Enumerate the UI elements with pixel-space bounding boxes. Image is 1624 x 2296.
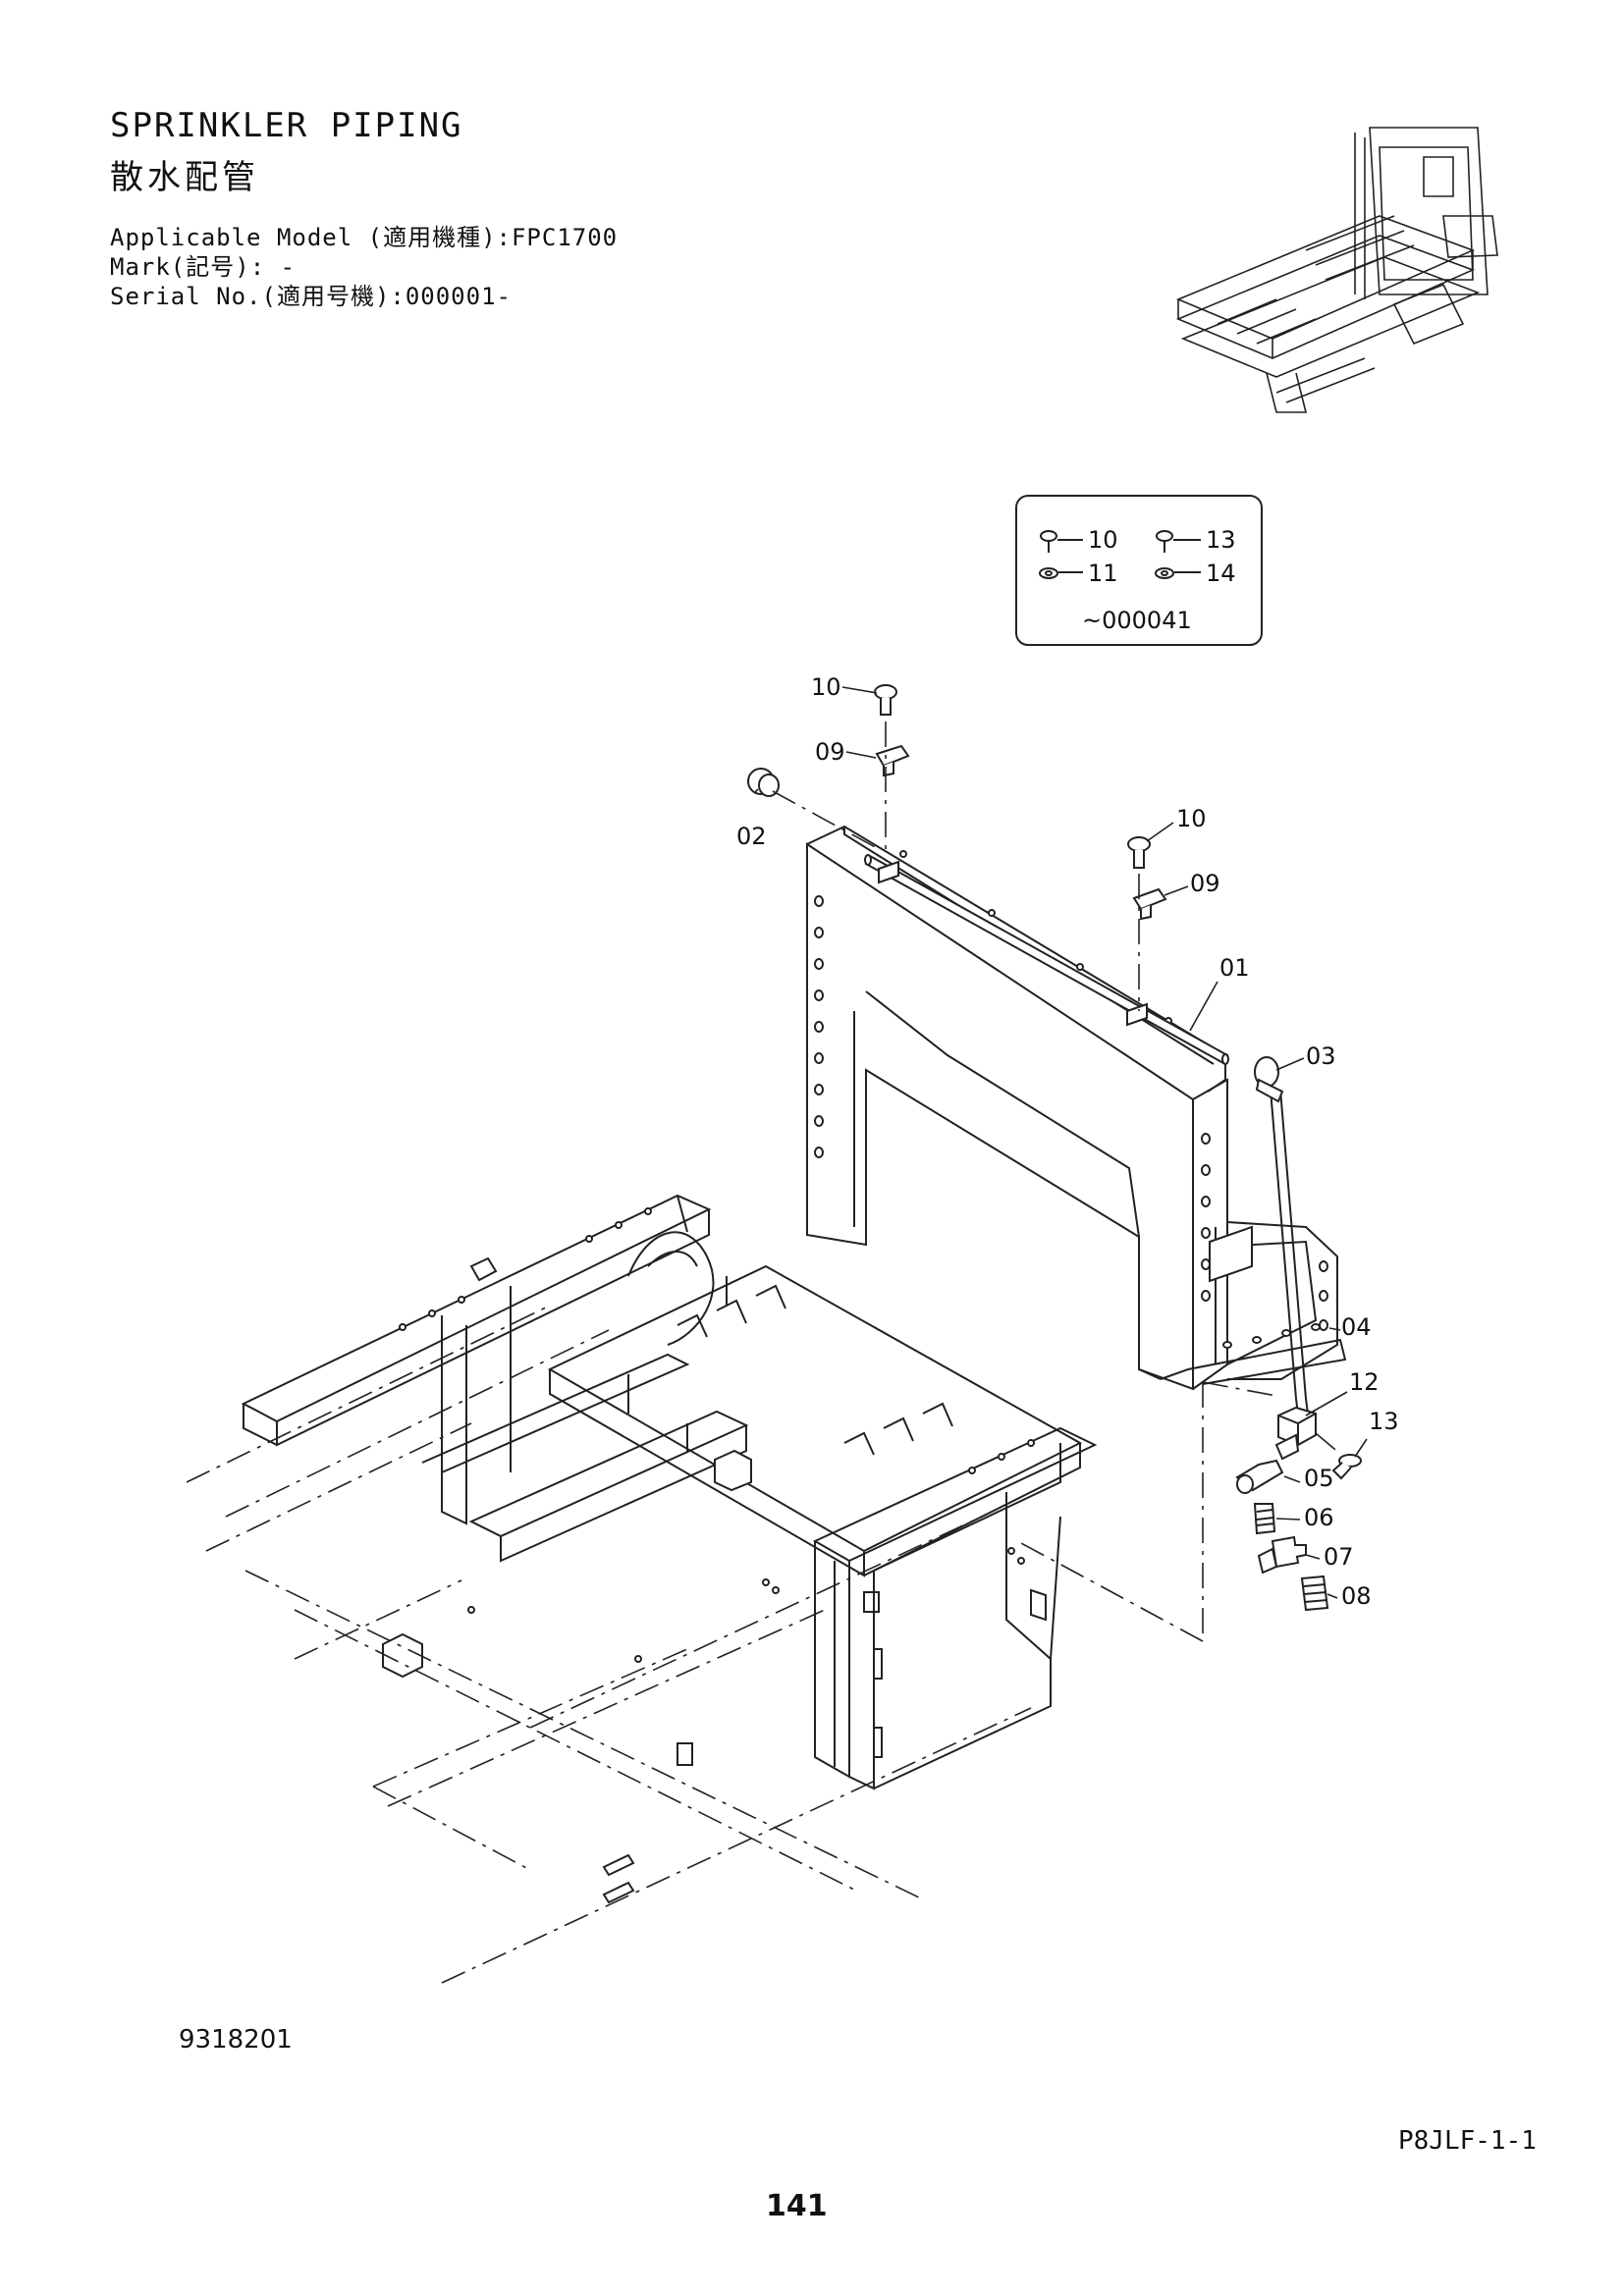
callout-10-upper: 10 — [811, 673, 841, 701]
bolt-13 — [1331, 1454, 1362, 1480]
callout-06: 06 — [1304, 1504, 1334, 1531]
mark: Mark(記号): - — [110, 253, 297, 281]
bolt-10-upper — [874, 684, 897, 716]
inset-label-10: 10 — [1088, 526, 1118, 554]
callout-10-lower: 10 — [1176, 805, 1207, 832]
page-title: SPRINKLER PIPING — [110, 106, 463, 145]
inset-label-14: 14 — [1206, 560, 1236, 587]
drawing-number: 9318201 — [179, 2025, 293, 2055]
inset-label-11: 11 — [1088, 560, 1118, 587]
mounting-holes — [814, 850, 1328, 1349]
callout-12: 12 — [1349, 1368, 1380, 1396]
callout-05: 05 — [1304, 1465, 1334, 1492]
callout-09-lower: 09 — [1190, 870, 1220, 897]
cap-02 — [747, 768, 780, 797]
nipple-06 — [1253, 1503, 1276, 1535]
callout-04: 04 — [1341, 1313, 1372, 1341]
inset-box: 10 13 11 14 ~000041 — [1015, 495, 1263, 646]
callout-02: 02 — [736, 823, 767, 850]
pipe-clamp — [878, 860, 1148, 1027]
leader-lines — [753, 686, 1368, 1599]
callout-03: 03 — [1306, 1042, 1336, 1070]
valve-07 — [1257, 1535, 1307, 1575]
sprinkler-hose — [1270, 1089, 1309, 1415]
washer-icon — [1155, 567, 1201, 579]
clamp-09-upper — [875, 744, 910, 777]
callout-07: 07 — [1324, 1543, 1354, 1571]
applicable-model: Applicable Model (適用機種):FPC1700 — [110, 224, 619, 251]
callout-01: 01 — [1219, 954, 1250, 982]
locator-thumbnail — [1175, 127, 1498, 413]
bolt-10-lower — [1127, 836, 1151, 869]
clamp-09-lower — [1132, 887, 1167, 921]
machine-chassis-frame — [241, 1194, 1098, 1904]
washer-icon — [1039, 567, 1083, 579]
inset-label-13: 13 — [1206, 526, 1236, 554]
callout-08: 08 — [1341, 1582, 1372, 1610]
section-code: P8JLF-1-1 — [1398, 2126, 1537, 2156]
bolt-icon — [1156, 530, 1201, 553]
elbow-fitting-03 — [1254, 1056, 1284, 1103]
page-number: 141 — [766, 2189, 828, 2223]
assembly-centerlines — [186, 721, 1342, 1984]
serial-number: Serial No.(適用号機):000001- — [110, 283, 512, 310]
sprinkler-bracket-frame — [806, 825, 1347, 1391]
callout-13: 13 — [1369, 1408, 1399, 1435]
callout-09-upper: 09 — [815, 738, 845, 766]
page-title-japanese: 散水配管 — [110, 158, 259, 197]
connector-block-12 — [1277, 1406, 1317, 1447]
inset-serial-range: ~000041 — [1082, 607, 1192, 634]
elbow-05 — [1235, 1433, 1300, 1494]
nozzle-08 — [1300, 1575, 1329, 1612]
bolt-icon — [1040, 530, 1083, 553]
